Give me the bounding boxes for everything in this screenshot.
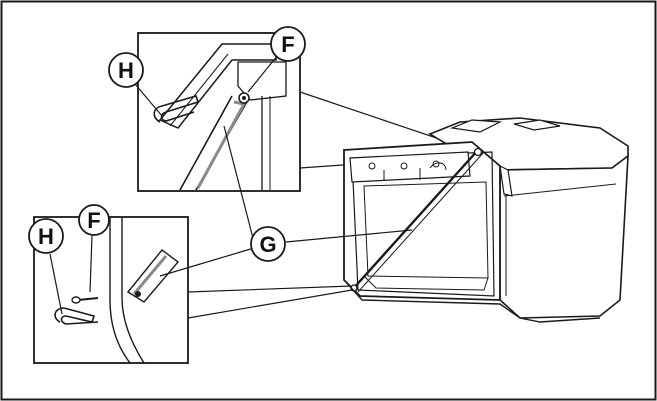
callout-bottom-h-label: H [38, 224, 54, 249]
g-leader-lines [159, 125, 413, 277]
callout-top-h: H [108, 52, 144, 88]
callout-top-f-label: F [281, 32, 294, 57]
callout-bottom-f: F [78, 204, 110, 236]
callout-g-label: G [259, 232, 276, 257]
callout-bottom-h: H [28, 218, 64, 254]
bottom-projection-lines [187, 285, 353, 319]
grass-catcher [343, 117, 629, 323]
callout-top-h-label: H [118, 58, 134, 83]
callout-g: G [250, 226, 286, 262]
top-detail-inset [129, 32, 301, 192]
callout-top-f: F [270, 26, 306, 62]
callout-bottom-f-label: F [87, 208, 100, 233]
